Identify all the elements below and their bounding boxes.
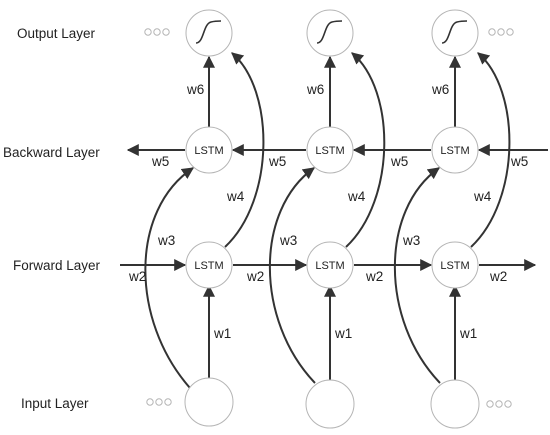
lstm-label: LSTM — [194, 145, 223, 157]
edge-forward-to-output-3 — [470, 52, 511, 248]
input-node-2 — [305, 379, 355, 429]
backward-lstm-node-3: LSTM — [431, 126, 479, 174]
output-layer-label: Output Layer — [17, 26, 96, 41]
edge-forward-to-output-2 — [345, 52, 386, 248]
forward-lstm-node-1: LSTM — [185, 241, 233, 289]
weight-label-w3: w3 — [157, 233, 175, 248]
output-node-2 — [306, 9, 354, 57]
weight-label-w3: w3 — [279, 233, 297, 248]
edge-input-to-backward-1 — [144, 167, 194, 389]
weight-label-w2: w2 — [489, 269, 507, 284]
weight-label-w5: w5 — [510, 154, 528, 169]
backward-layer-label: Backward Layer — [3, 145, 100, 160]
weight-label-w1: w1 — [459, 326, 477, 341]
ellipsis-dots-input-left — [146, 398, 172, 406]
lstm-label: LSTM — [440, 145, 469, 157]
edge-input-to-backward-3 — [394, 167, 441, 384]
forward-layer-label: Forward Layer — [13, 258, 101, 273]
input-node-1 — [184, 377, 234, 427]
sigmoid-icon — [316, 20, 343, 44]
weight-label-w4: w4 — [226, 189, 245, 204]
weight-label-w2: w2 — [128, 269, 146, 284]
input-node-3 — [430, 379, 480, 429]
weight-label-w1: w1 — [334, 326, 352, 341]
lstm-label: LSTM — [440, 260, 469, 272]
weight-label-w1: w1 — [213, 326, 231, 341]
weight-label-w2: w2 — [365, 269, 383, 284]
ellipsis-dots-output-left — [144, 28, 170, 36]
weight-label-w4: w4 — [473, 189, 492, 204]
forward-lstm-node-2: LSTM — [306, 241, 354, 289]
weight-label-w6: w6 — [431, 82, 449, 97]
lstm-label: LSTM — [315, 145, 344, 157]
weight-label-w6: w6 — [306, 82, 324, 97]
weight-label-w3: w3 — [402, 233, 420, 248]
weight-label-w2: w2 — [246, 269, 264, 284]
forward-lstm-node-3: LSTM — [431, 241, 479, 289]
backward-lstm-node-1: LSTM — [185, 126, 233, 174]
sigmoid-icon — [441, 20, 468, 44]
sigmoid-icon — [195, 20, 222, 44]
edge-input-to-backward-2 — [269, 167, 316, 384]
weight-label-w6: w6 — [186, 82, 204, 97]
weight-label-w5: w5 — [390, 154, 408, 169]
output-node-3 — [431, 9, 479, 57]
weight-label-w4: w4 — [347, 189, 366, 204]
ellipsis-dots-input-right — [486, 400, 512, 408]
lstm-label: LSTM — [315, 260, 344, 272]
output-node-1 — [185, 9, 233, 57]
weight-label-w5: w5 — [268, 154, 286, 169]
weight-label-w5: w5 — [151, 154, 169, 169]
input-layer-label: Input Layer — [21, 396, 89, 411]
edge-forward-to-output-1 — [224, 52, 265, 248]
ellipsis-dots-output-right — [488, 28, 514, 36]
backward-lstm-node-2: LSTM — [306, 126, 354, 174]
lstm-label: LSTM — [194, 260, 223, 272]
